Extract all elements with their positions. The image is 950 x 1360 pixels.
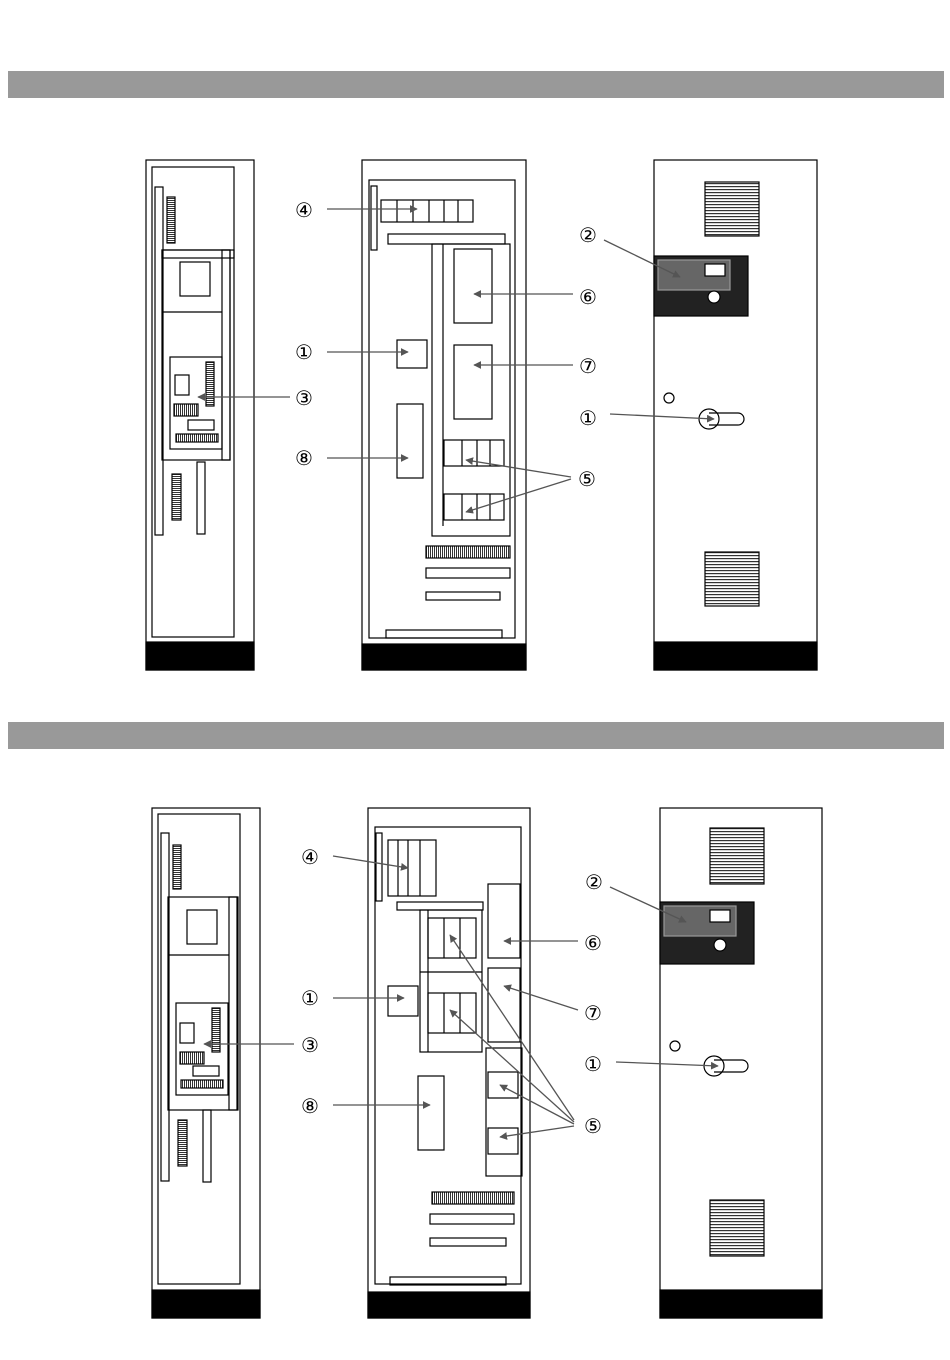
callout-1-door: ① [584, 1052, 602, 1076]
callout-5: ⑤ [584, 1114, 602, 1138]
side-cabinet [146, 160, 254, 670]
callout-1-inner: ① [301, 986, 319, 1010]
callout-1-door: ① [579, 406, 597, 430]
callouts: ④ ① ⑧ ③ ⑥ ⑦ ⑤ ② ① [301, 845, 603, 1138]
open-cabinet [362, 160, 526, 670]
section-2: ④ ① ⑧ ③ ⑥ ⑦ ⑤ ② ① [152, 808, 822, 1318]
callout-2: ② [585, 870, 603, 894]
callout-4: ④ [301, 845, 319, 869]
callout-7: ⑦ [579, 354, 597, 378]
section-1: ④ ① ⑧ ③ ⑥ ⑦ ⑤ ② ① [146, 160, 817, 670]
side-cabinet [152, 808, 260, 1318]
callout-4: ④ [295, 198, 313, 222]
callout-7: ⑦ [584, 1001, 602, 1025]
callout-3: ③ [295, 386, 313, 410]
closed-cabinet [660, 808, 822, 1318]
open-cabinet [368, 808, 530, 1318]
leader-lines [204, 856, 718, 1137]
callout-8: ⑧ [295, 446, 313, 470]
callout-8: ⑧ [301, 1094, 319, 1118]
callout-6: ⑥ [584, 931, 602, 955]
closed-cabinet [654, 160, 817, 670]
callout-2: ② [579, 223, 597, 247]
callout-6: ⑥ [579, 285, 597, 309]
callout-3: ③ [301, 1033, 319, 1057]
callout-5: ⑤ [578, 467, 596, 491]
callouts: ④ ① ⑧ ③ ⑥ ⑦ ⑤ ② ① [295, 198, 597, 491]
callout-1-inner: ① [295, 340, 313, 364]
